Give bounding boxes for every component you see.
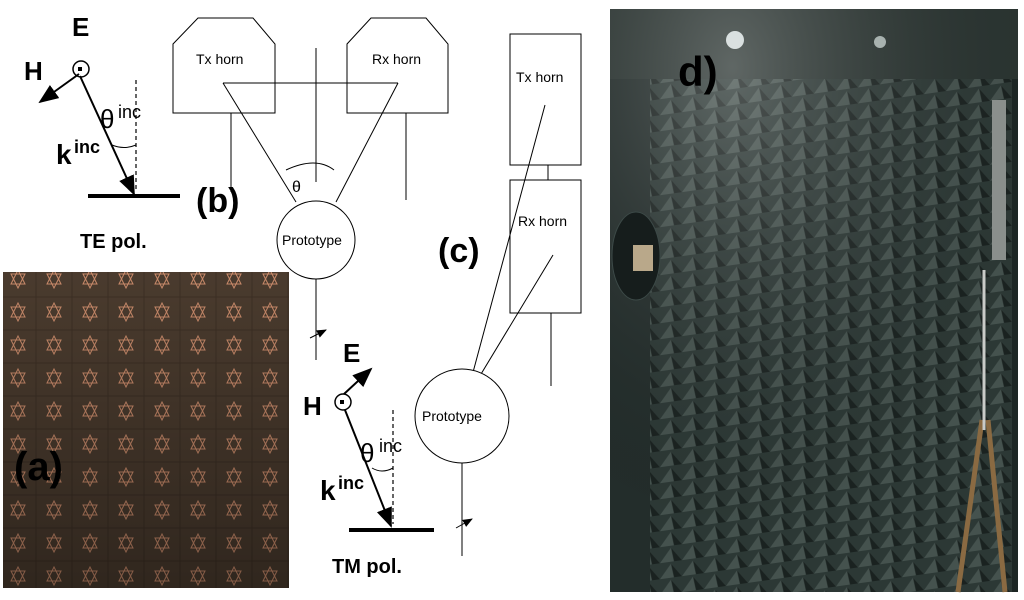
panel-b-theta: θ: [292, 179, 301, 196]
prototype-c-label: Prototype: [422, 408, 482, 424]
tripod-leg-right: [985, 419, 1008, 593]
tm-theta-symbol: θ: [360, 438, 374, 468]
te-h-label: H: [24, 56, 43, 86]
panel-a-label: (a): [14, 445, 63, 489]
tx-horn-b-label: Tx horn: [196, 51, 243, 67]
rx-horn-c: [509, 179, 582, 314]
te-h-arrow: [38, 73, 80, 104]
tx-horn-b: [172, 17, 276, 114]
tm-pol-label: TM pol.: [332, 556, 402, 578]
rx-horn-b-label: Rx horn: [372, 51, 421, 67]
te-theta-symbol: θ: [100, 104, 114, 134]
panel-a-photo: (a): [3, 272, 289, 588]
chamber-lighting: [610, 9, 1018, 592]
tm-e-arrow: [343, 367, 373, 395]
te-k-sup: inc: [74, 137, 100, 157]
te-theta-arc: [111, 144, 137, 148]
te-diagram: E H θ inc k inc TE pol.: [24, 12, 180, 253]
te-pol-label: TE pol.: [80, 231, 147, 253]
panel-c-diagram: Tx horn Rx horn Prototype (c): [414, 33, 582, 556]
te-k-arrow: [79, 75, 135, 196]
tm-k-sup: inc: [338, 473, 364, 493]
chamber-positioner: [992, 100, 1006, 260]
rx-horn-c-label: Rx horn: [518, 213, 567, 229]
panel-b-rx-beam: [335, 82, 399, 203]
panel-b-label: (b): [196, 182, 239, 220]
panel-c-rx-beam: [474, 254, 554, 385]
tm-h-label: H: [303, 391, 322, 421]
panel-b-theta-arc: [285, 162, 335, 171]
te-theta-sup: inc: [118, 102, 141, 122]
ceiling-light-left: [726, 31, 744, 49]
panel-d-photo: d): [610, 9, 1018, 593]
tx-horn-c: [509, 33, 582, 166]
te-k-symbol: k: [56, 139, 72, 170]
prototype-photo-shade: [3, 272, 289, 588]
ceiling-light-mid: [874, 36, 886, 48]
tm-k-symbol: k: [320, 475, 336, 506]
panel-d-label: d): [678, 48, 718, 95]
tm-k-arrow: [344, 409, 392, 528]
tx-horn-c-label: Tx horn: [516, 69, 563, 85]
panel-c-label: (c): [438, 232, 480, 270]
tm-theta-sup: inc: [379, 436, 402, 456]
chamber-antenna-plate: [633, 245, 653, 271]
tm-e-label: E: [343, 338, 360, 368]
rx-horn-b: [346, 17, 449, 114]
tm-h-dot-icon: [340, 400, 344, 404]
panel-c-tx-beam: [471, 104, 546, 377]
prototype-b-label: Prototype: [282, 232, 342, 248]
tm-h-out-of-plane-icon: [334, 393, 352, 411]
te-e-label: E: [72, 12, 89, 42]
tm-theta-arc: [371, 467, 394, 472]
tripod-leg-left: [955, 419, 985, 593]
panel-b-rotation-mark: [309, 329, 327, 339]
te-h-dot-icon: [78, 67, 82, 71]
tm-diagram: E H θ inc k inc TM pol.: [303, 338, 434, 578]
panel-b-tx-beam: [222, 82, 297, 203]
panel-c-rotation-mark: [455, 518, 473, 529]
panel-b-diagram: Tx horn Rx horn θ Prototype (b): [172, 17, 449, 360]
